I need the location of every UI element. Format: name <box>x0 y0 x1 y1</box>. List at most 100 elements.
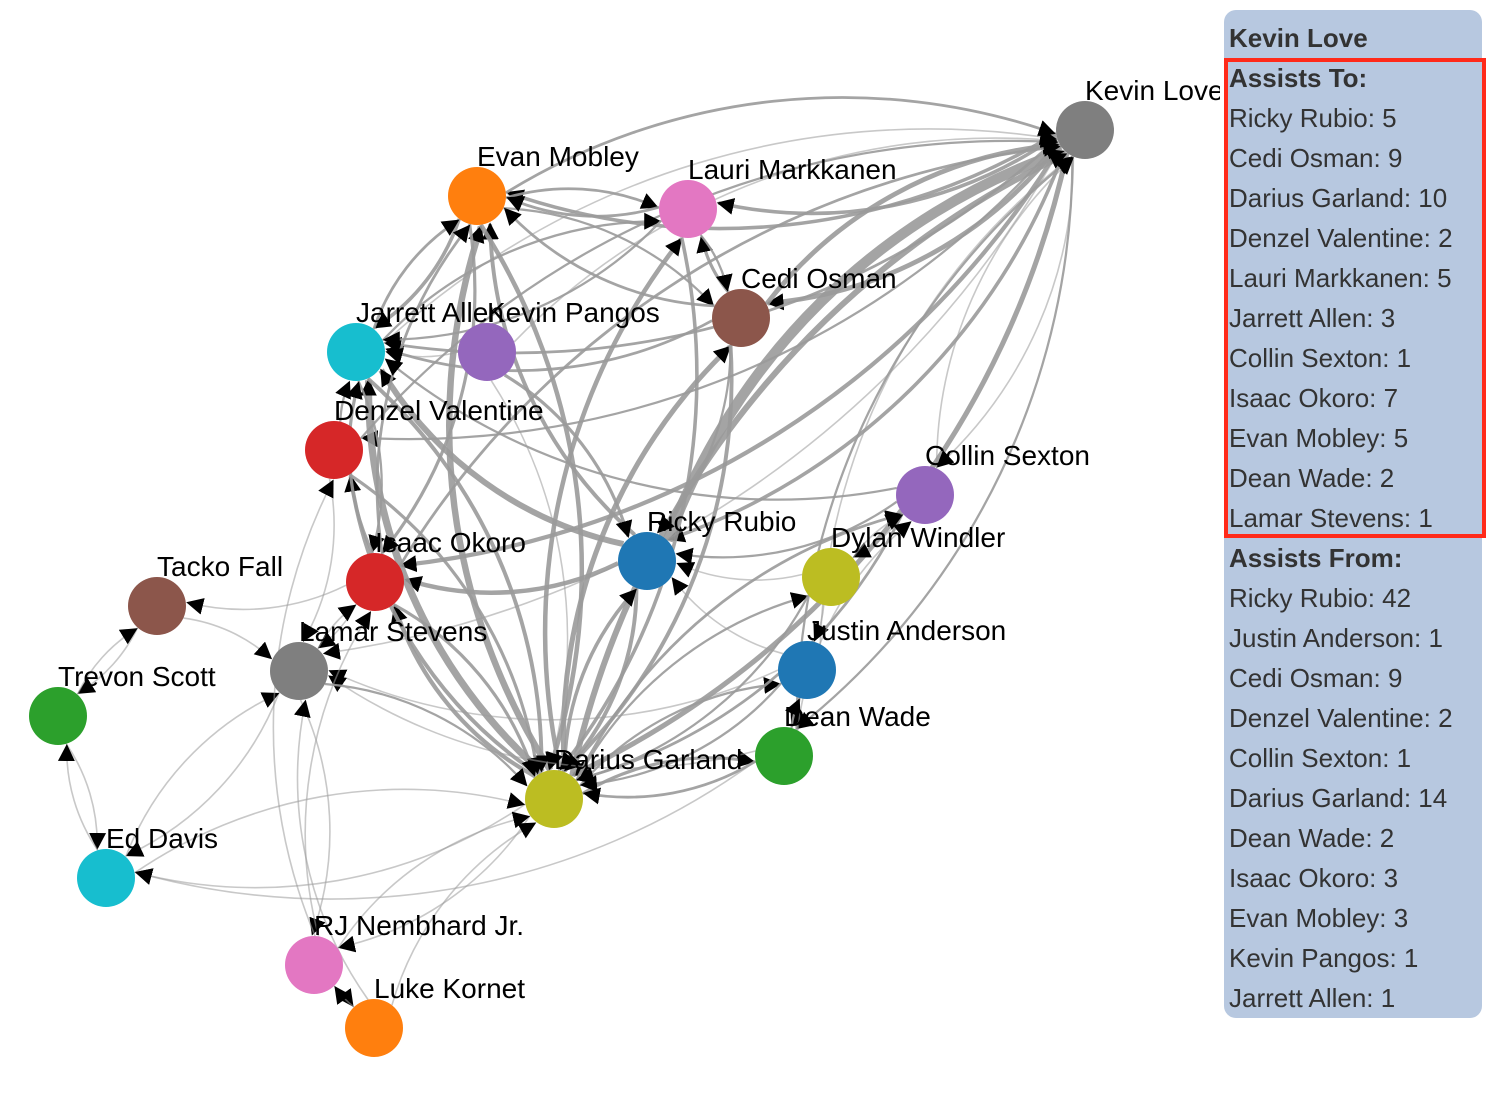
edge-darius-garland-to-evan-mobley <box>446 225 554 772</box>
edge-isaac-okoro-to-evan-mobley <box>375 224 471 555</box>
edge-trevon-scott-to-ed-davis <box>65 743 107 850</box>
edge-ricky-rubio-to-evan-mobley <box>481 222 637 537</box>
edge-darius-garland-to-cedi-osman <box>560 345 732 773</box>
node-lauri-markkanen[interactable] <box>659 180 717 238</box>
assists-to-item: Denzel Valentine: 2 <box>1229 223 1453 253</box>
edge-lamar-stevens-to-isaac-okoro <box>317 604 357 650</box>
assists-from-item: Collin Sexton: 1 <box>1229 743 1412 773</box>
edge-lamar-stevens-to-rj-nembhard <box>299 699 331 936</box>
node-lamar-stevens[interactable] <box>270 642 328 700</box>
node-darius-garland[interactable] <box>525 770 583 828</box>
edge-kevin-pangos-to-jarrett-allen <box>385 347 459 365</box>
assists-to-item: Darius Garland: 10 <box>1229 183 1448 213</box>
assists-to-item: Ricky Rubio: 5 <box>1229 103 1397 133</box>
node-tacko-fall[interactable] <box>128 577 186 635</box>
node-label-kevin-love: Kevin Love <box>1085 75 1220 106</box>
node-label-trevon-scott: Trevon Scott <box>58 661 216 692</box>
assists-to-item: Lamar Stevens: 1 <box>1229 503 1433 533</box>
edge-evan-mobley-to-darius-garland <box>478 223 585 770</box>
edge-dean-wade-to-darius-garland <box>582 760 757 805</box>
edge-kevin-love-to-evan-mobley <box>506 131 1058 231</box>
edge-evan-mobley-to-isaac-okoro <box>381 223 477 554</box>
assists-from-item: Cedi Osman: 9 <box>1229 663 1403 693</box>
node-ed-davis[interactable] <box>77 849 135 907</box>
edge-dean-wade-to-collin-sexton <box>796 521 912 731</box>
tooltip-title: Kevin Love <box>1229 23 1368 53</box>
node-evan-mobley[interactable] <box>448 167 506 225</box>
assists-to-item: Dean Wade: 2 <box>1229 463 1395 493</box>
edge-isaac-okoro-to-darius-garland <box>392 602 538 777</box>
edge-lauri-markkanen-to-jarrett-allen <box>382 219 663 349</box>
assists-to-item: Jarrett Allen: 3 <box>1229 303 1396 333</box>
node-label-jarrett-allen: Jarrett Allen <box>356 297 504 328</box>
edge-dylan-windler-to-justin-anderson <box>813 605 829 642</box>
node-dylan-windler[interactable] <box>802 548 860 606</box>
assists-from-item: Jarrett Allen: 1 <box>1229 983 1396 1013</box>
node-trevon-scott[interactable] <box>29 687 87 745</box>
edge-darius-garland-to-kevin-love <box>569 151 1068 777</box>
edge-collin-sexton-to-darius-garland <box>576 512 904 784</box>
edge-denzel-valentine-to-jarrett-allen <box>335 380 351 422</box>
edge-evan-mobley-to-lauri-markkanen <box>505 187 659 209</box>
edge-darius-garland-to-justin-anderson <box>578 676 782 787</box>
edge-cedi-osman-to-kevin-love <box>764 137 1060 306</box>
node-ricky-rubio[interactable] <box>618 532 676 590</box>
edge-kevin-love-to-lamar-stevens <box>322 146 1062 660</box>
edge-luke-kornet-to-darius-garland <box>391 822 537 1006</box>
node-label-luke-kornet: Luke Kornet <box>374 973 525 1004</box>
node-label-rj-nembhard: RJ Nembhard Jr. <box>314 910 524 941</box>
assists-from-item: Evan Mobley: 3 <box>1229 903 1409 933</box>
node-collin-sexton[interactable] <box>896 466 954 524</box>
node-label-lauri-markkanen: Lauri Markkanen <box>688 154 897 185</box>
node-kevin-love[interactable] <box>1056 101 1114 159</box>
edge-jarrett-allen-to-darius-garland <box>366 377 551 773</box>
edge-dylan-windler-to-ricky-rubio <box>676 562 803 581</box>
node-label-ricky-rubio: Ricky Rubio <box>647 506 796 537</box>
edge-justin-anderson-to-darius-garland <box>579 682 783 793</box>
edge-dylan-windler-to-darius-garland <box>576 594 810 784</box>
edge-rj-nembhard-to-isaac-okoro <box>304 611 372 937</box>
edge-kevin-pangos-to-kevin-love <box>513 130 1058 343</box>
node-cedi-osman[interactable] <box>712 289 770 347</box>
edge-cedi-osman-to-evan-mobley <box>503 207 715 308</box>
edge-evan-mobley-to-kevin-love <box>505 96 1056 195</box>
assists-to-item: Isaac Okoro: 7 <box>1229 383 1399 413</box>
node-label-cedi-osman: Cedi Osman <box>741 263 897 294</box>
node-label-evan-mobley: Evan Mobley <box>477 141 639 172</box>
node-rj-nembhard[interactable] <box>285 936 343 994</box>
edge-darius-garland-to-rj-nembhard <box>337 815 531 953</box>
edge-jarrett-allen-to-evan-mobley <box>372 219 460 330</box>
edge-jarrett-allen-to-lauri-markkanen <box>381 212 662 342</box>
node-label-darius-garland: Darius Garland <box>554 744 742 775</box>
node-jarrett-allen[interactable] <box>327 323 385 381</box>
assists-to-heading: Assists To: <box>1229 63 1368 93</box>
node-label-kevin-pangos: Kevin Pangos <box>487 297 660 328</box>
edge-darius-garland-to-ricky-rubio <box>562 588 638 772</box>
edge-darius-garland-to-jarrett-allen <box>359 378 545 776</box>
node-luke-kornet[interactable] <box>345 999 403 1057</box>
node-label-denzel-valentine: Denzel Valentine <box>334 395 544 426</box>
node-label-dean-wade: Dean Wade <box>784 701 931 732</box>
edge-ed-davis-to-lamar-stevens <box>125 692 280 858</box>
edge-collin-sexton-to-ricky-rubio <box>675 500 898 565</box>
node-denzel-valentine[interactable] <box>305 421 363 479</box>
edge-isaac-okoro-to-tacko-fall <box>186 584 347 615</box>
edge-collin-sexton-to-jarrett-allen <box>384 358 898 501</box>
node-dean-wade[interactable] <box>755 727 813 785</box>
assists-to-item: Lauri Markkanen: 5 <box>1229 263 1452 293</box>
edge-kevin-love-to-ricky-rubio <box>667 149 1067 543</box>
edge-dean-wade-to-kevin-love <box>795 156 1073 730</box>
edge-dean-wade-to-lamar-stevens <box>328 675 756 769</box>
assists-from-heading: Assists From: <box>1229 543 1403 573</box>
edge-cedi-osman-to-ricky-rubio <box>657 345 732 534</box>
edge-tacko-fall-to-lamar-stevens <box>183 617 273 660</box>
node-label-justin-anderson: Justin Anderson <box>807 615 1006 646</box>
edge-kevin-love-to-denzel-valentine <box>360 140 1060 448</box>
node-justin-anderson[interactable] <box>778 641 836 699</box>
edge-lauri-markkanen-to-cedi-osman <box>699 234 733 292</box>
node-kevin-pangos[interactable] <box>458 323 516 381</box>
node-isaac-okoro[interactable] <box>346 553 404 611</box>
